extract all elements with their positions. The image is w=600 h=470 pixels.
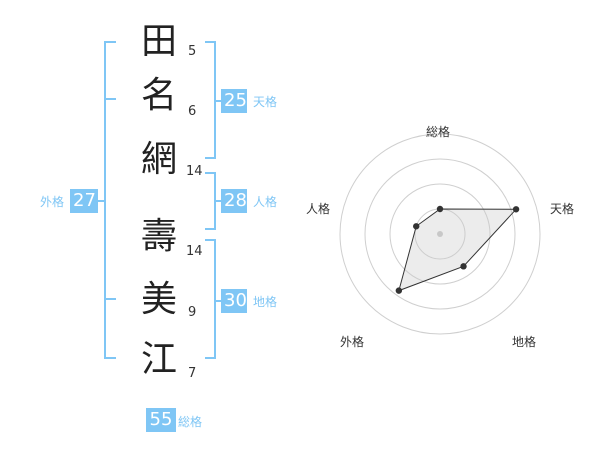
radar-axis-label-tenkaku: 天格 — [550, 202, 575, 216]
gaikaku-connector — [98, 200, 106, 202]
tenkaku-label: 天格 — [253, 95, 278, 109]
name-char-3: 網 — [140, 139, 177, 180]
chikaku-badge: 30 — [221, 289, 247, 313]
radar-grid-circle — [389, 183, 491, 285]
stroke-count-5: 9 — [188, 305, 197, 320]
name-char-5: 美 — [140, 279, 177, 320]
soukaku-badge: 55 — [146, 408, 176, 432]
radar-point-1 — [436, 205, 444, 213]
jinkaku-connector — [215, 200, 222, 202]
chikaku-bracket — [205, 239, 216, 359]
tenkaku-connector — [215, 100, 222, 102]
radar-point-2 — [512, 206, 520, 213]
radar-grid-circle — [364, 158, 516, 310]
name-char-2: 名 — [140, 75, 177, 116]
radar-axis-label-jinkaku: 人格 — [306, 202, 331, 216]
radar-center-dot — [437, 231, 443, 237]
name-char-1: 田 — [140, 21, 177, 62]
radar-chart — [339, 133, 541, 335]
radar-grid-circle — [339, 133, 541, 335]
soukaku-label: 総格 — [178, 415, 203, 429]
chikaku-connector — [215, 300, 222, 302]
gaikaku-tick-2 — [104, 298, 116, 300]
jinkaku-badge: 28 — [221, 189, 247, 213]
chikaku-label: 地格 — [253, 295, 278, 309]
stroke-count-3: 14 — [186, 164, 203, 179]
radar-axis-label-chikaku: 地格 — [512, 335, 537, 349]
radar-point-5 — [413, 223, 420, 230]
stroke-count-4: 14 — [186, 244, 203, 259]
name-char-6: 江 — [140, 339, 177, 380]
radar-polygon — [398, 208, 518, 292]
stroke-count-1: 5 — [188, 44, 197, 59]
radar-point-3 — [460, 263, 467, 270]
name-char-4: 壽 — [140, 216, 177, 257]
stroke-count-6: 7 — [188, 366, 197, 381]
radar-axis-label-gaikaku: 外格 — [340, 335, 365, 349]
gaikaku-label: 外格 — [40, 195, 65, 209]
gaikaku-badge: 27 — [70, 189, 98, 213]
jinkaku-label: 人格 — [253, 195, 278, 209]
tenkaku-badge: 25 — [221, 89, 247, 113]
stroke-count-2: 6 — [188, 104, 197, 119]
radar-point-4 — [395, 287, 403, 294]
gaikaku-tick-1 — [104, 98, 116, 100]
radar-axis-label-soukaku: 総格 — [426, 125, 451, 139]
